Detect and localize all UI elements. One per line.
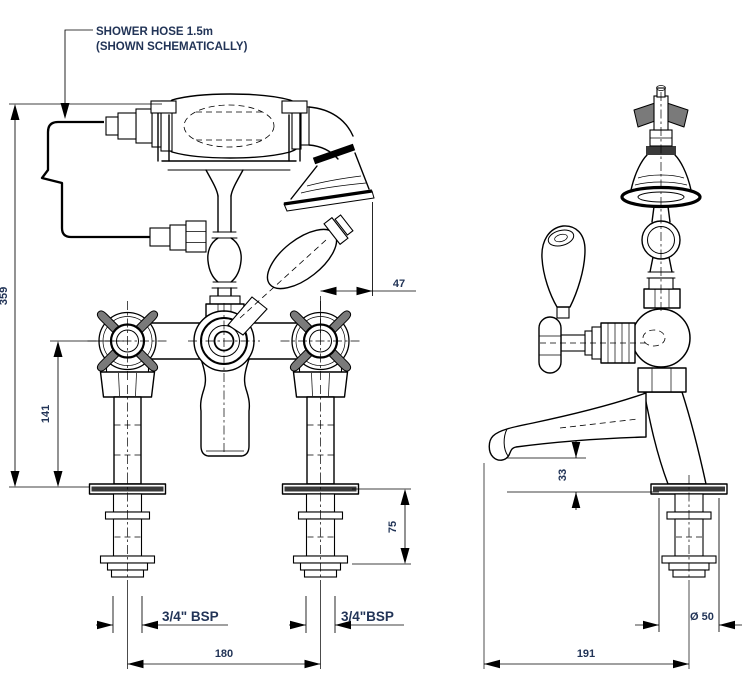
handset-collar bbox=[312, 143, 356, 165]
leader-arrow bbox=[60, 103, 70, 119]
diverter-lever bbox=[227, 214, 354, 336]
dim-75: 75 bbox=[387, 521, 399, 533]
upper-hex-coupling bbox=[643, 288, 681, 309]
hose-connector bbox=[135, 108, 153, 144]
lever-knob-side bbox=[541, 225, 586, 308]
hose-nut bbox=[185, 220, 207, 253]
cradle-hook-right bbox=[281, 100, 308, 114]
dim-47: 47 bbox=[393, 278, 405, 290]
front-view bbox=[40, 93, 375, 582]
handset-side bbox=[620, 85, 702, 312]
cradle-hook-left bbox=[150, 100, 177, 114]
leg-right bbox=[283, 363, 359, 582]
lower-hex-coupling bbox=[637, 367, 687, 393]
side-understack bbox=[650, 474, 728, 583]
dimension-annotations: SHOWER HOSE 1.5m (SHOWN SCHEMATICALLY) 3… bbox=[0, 26, 742, 669]
dim-359: 359 bbox=[0, 287, 10, 305]
shower-hose-schematic bbox=[40, 120, 207, 253]
dim-180: 180 bbox=[215, 648, 233, 660]
spout-front bbox=[199, 358, 251, 457]
side-view bbox=[488, 85, 728, 583]
crosshead-edge-on bbox=[538, 316, 562, 374]
spout-side bbox=[488, 392, 647, 461]
note-line2: (SHOWN SCHEMATICALLY) bbox=[96, 41, 248, 53]
mixer-body bbox=[149, 303, 299, 457]
dim-bsp-left: 3/4" BSP bbox=[162, 609, 219, 624]
dim-33: 33 bbox=[557, 469, 569, 481]
handset-bell bbox=[283, 152, 375, 212]
dim-191: 191 bbox=[577, 648, 595, 660]
side-column bbox=[643, 391, 707, 485]
note-line1: SHOWER HOSE 1.5m bbox=[96, 26, 213, 38]
leg-left bbox=[90, 363, 166, 582]
dim-bsp-right: 3/4"BSP bbox=[341, 609, 394, 624]
dim-diameter-50: Ø 50 bbox=[690, 611, 714, 623]
valve-body-side bbox=[631, 308, 691, 368]
dim-141: 141 bbox=[40, 405, 52, 423]
handset bbox=[105, 93, 375, 212]
side-valve-bonnet bbox=[560, 322, 636, 364]
